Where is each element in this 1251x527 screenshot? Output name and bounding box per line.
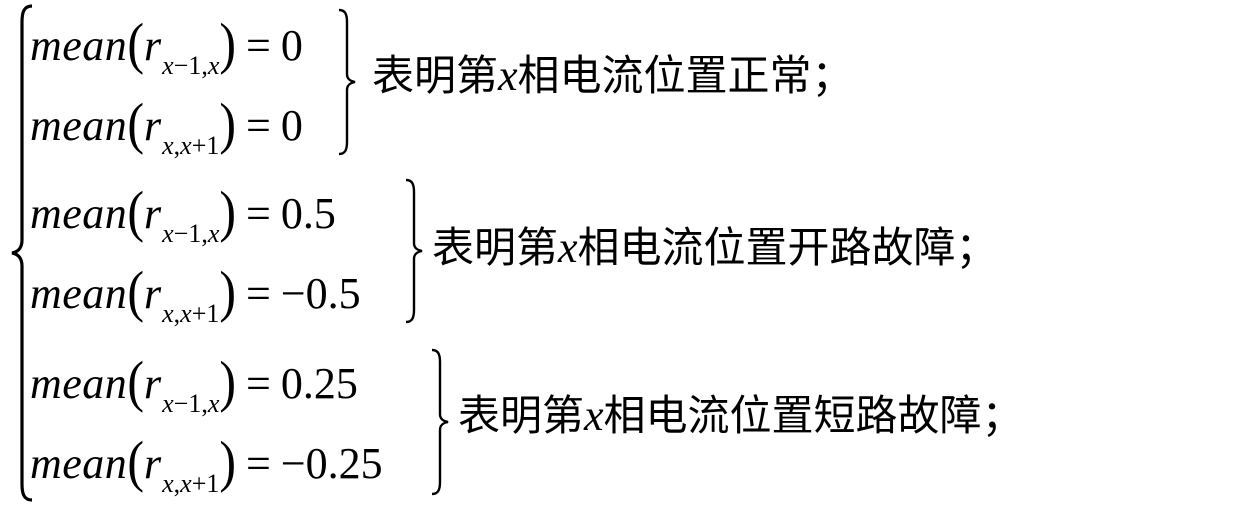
sub-part: − bbox=[173, 51, 189, 80]
equals-sign: = bbox=[246, 359, 271, 408]
sub-part: x bbox=[162, 51, 174, 80]
desc-var: x bbox=[584, 391, 604, 440]
desc-text: 相电流位置短路故障； bbox=[603, 391, 1024, 440]
open-paren: ( bbox=[127, 178, 144, 244]
subscript: x−1,x bbox=[162, 219, 219, 248]
desc-text: 表明第 bbox=[372, 51, 499, 100]
equation-row-case2-next: mean(rx,x+1)=−0.5 bbox=[30, 262, 361, 326]
sub-part: x bbox=[180, 131, 192, 160]
right-curly-brace bbox=[338, 8, 356, 156]
variable: r bbox=[143, 189, 162, 238]
variable: r bbox=[143, 269, 162, 318]
sub-part: , bbox=[201, 389, 208, 418]
right-curly-brace bbox=[405, 178, 423, 324]
desc-text: 表明第 bbox=[458, 391, 585, 440]
desc-var: x bbox=[498, 51, 518, 100]
sub-part: + bbox=[191, 469, 207, 498]
sub-part: x bbox=[162, 219, 174, 248]
close-paren: ) bbox=[219, 178, 237, 244]
sub-part: x bbox=[207, 51, 220, 80]
close-paren: ) bbox=[219, 10, 237, 76]
variable: r bbox=[143, 101, 162, 150]
sub-part: + bbox=[191, 299, 207, 328]
open-paren: ( bbox=[127, 10, 144, 76]
function-name: mean bbox=[30, 269, 128, 318]
sub-part: + bbox=[191, 131, 207, 160]
function-name: mean bbox=[30, 359, 128, 408]
sub-part: − bbox=[173, 219, 189, 248]
equation-row-case2-prev: mean(rx−1,x)=0.5 bbox=[30, 182, 336, 246]
desc-text: 相电流位置正常； bbox=[517, 51, 854, 100]
close-paren: ) bbox=[219, 348, 237, 414]
sub-part: x bbox=[180, 299, 192, 328]
equation-row-case3-next: mean(rx,x+1)=−0.25 bbox=[30, 432, 383, 496]
open-paren: ( bbox=[127, 348, 144, 414]
sub-part: − bbox=[173, 389, 189, 418]
sub-part: 1 bbox=[206, 469, 220, 498]
sub-part: x bbox=[162, 469, 174, 498]
sub-part: 1 bbox=[206, 299, 220, 328]
sub-part: x bbox=[162, 299, 174, 328]
equals-sign: = bbox=[246, 269, 271, 318]
sub-part: 1 bbox=[188, 389, 202, 418]
sub-part: , bbox=[201, 51, 208, 80]
subscript: x,x+1 bbox=[162, 469, 219, 498]
function-name: mean bbox=[30, 21, 128, 70]
sub-part: x bbox=[207, 219, 220, 248]
desc-var: x bbox=[558, 223, 578, 272]
open-paren: ( bbox=[127, 90, 144, 156]
left-curly-brace bbox=[11, 4, 33, 502]
sub-part: 1 bbox=[206, 131, 220, 160]
variable: r bbox=[143, 21, 162, 70]
variable: r bbox=[143, 359, 162, 408]
function-name: mean bbox=[30, 101, 128, 150]
subscript: x,x+1 bbox=[162, 299, 219, 328]
equation-row-case3-prev: mean(rx−1,x)=0.25 bbox=[30, 352, 358, 416]
close-paren: ) bbox=[219, 258, 237, 324]
desc-text: 相电流位置开路故障； bbox=[577, 223, 998, 272]
sub-part: x bbox=[162, 389, 174, 418]
case1-description: 表明第x相电流位置正常； bbox=[372, 54, 854, 98]
sub-part: , bbox=[173, 469, 181, 498]
sub-part: 1 bbox=[188, 51, 202, 80]
case2-description: 表明第x相电流位置开路故障； bbox=[432, 226, 998, 270]
open-paren: ( bbox=[127, 428, 144, 494]
value: 0.5 bbox=[280, 189, 336, 238]
value: 0.25 bbox=[280, 359, 358, 408]
subscript: x−1,x bbox=[162, 389, 219, 418]
subscript: x−1,x bbox=[162, 51, 219, 80]
subscript: x,x+1 bbox=[162, 131, 219, 160]
sub-part: 1 bbox=[188, 219, 202, 248]
equals-sign: = bbox=[246, 189, 271, 238]
value: 0 bbox=[280, 101, 303, 150]
close-paren: ) bbox=[219, 428, 237, 494]
right-curly-brace bbox=[431, 348, 449, 496]
open-paren: ( bbox=[127, 258, 144, 324]
desc-text: 表明第 bbox=[432, 223, 559, 272]
sub-part: x bbox=[180, 469, 192, 498]
variable: r bbox=[143, 439, 162, 488]
equals-sign: = bbox=[246, 101, 271, 150]
sub-part: , bbox=[201, 219, 208, 248]
case3-description: 表明第x相电流位置短路故障； bbox=[458, 394, 1024, 438]
function-name: mean bbox=[30, 189, 128, 238]
sub-part: x bbox=[207, 389, 220, 418]
sub-part: , bbox=[173, 299, 181, 328]
function-name: mean bbox=[30, 439, 128, 488]
value: −0.5 bbox=[280, 269, 361, 318]
value: 0 bbox=[280, 21, 303, 70]
equation-row-case1-next: mean(rx,x+1)=0 bbox=[30, 94, 303, 158]
equals-sign: = bbox=[246, 439, 271, 488]
close-paren: ) bbox=[219, 90, 237, 156]
sub-part: , bbox=[173, 131, 181, 160]
equals-sign: = bbox=[246, 21, 271, 70]
value: −0.25 bbox=[280, 439, 383, 488]
sub-part: x bbox=[162, 131, 174, 160]
equation-row-case1-prev: mean(rx−1,x)=0 bbox=[30, 14, 303, 78]
